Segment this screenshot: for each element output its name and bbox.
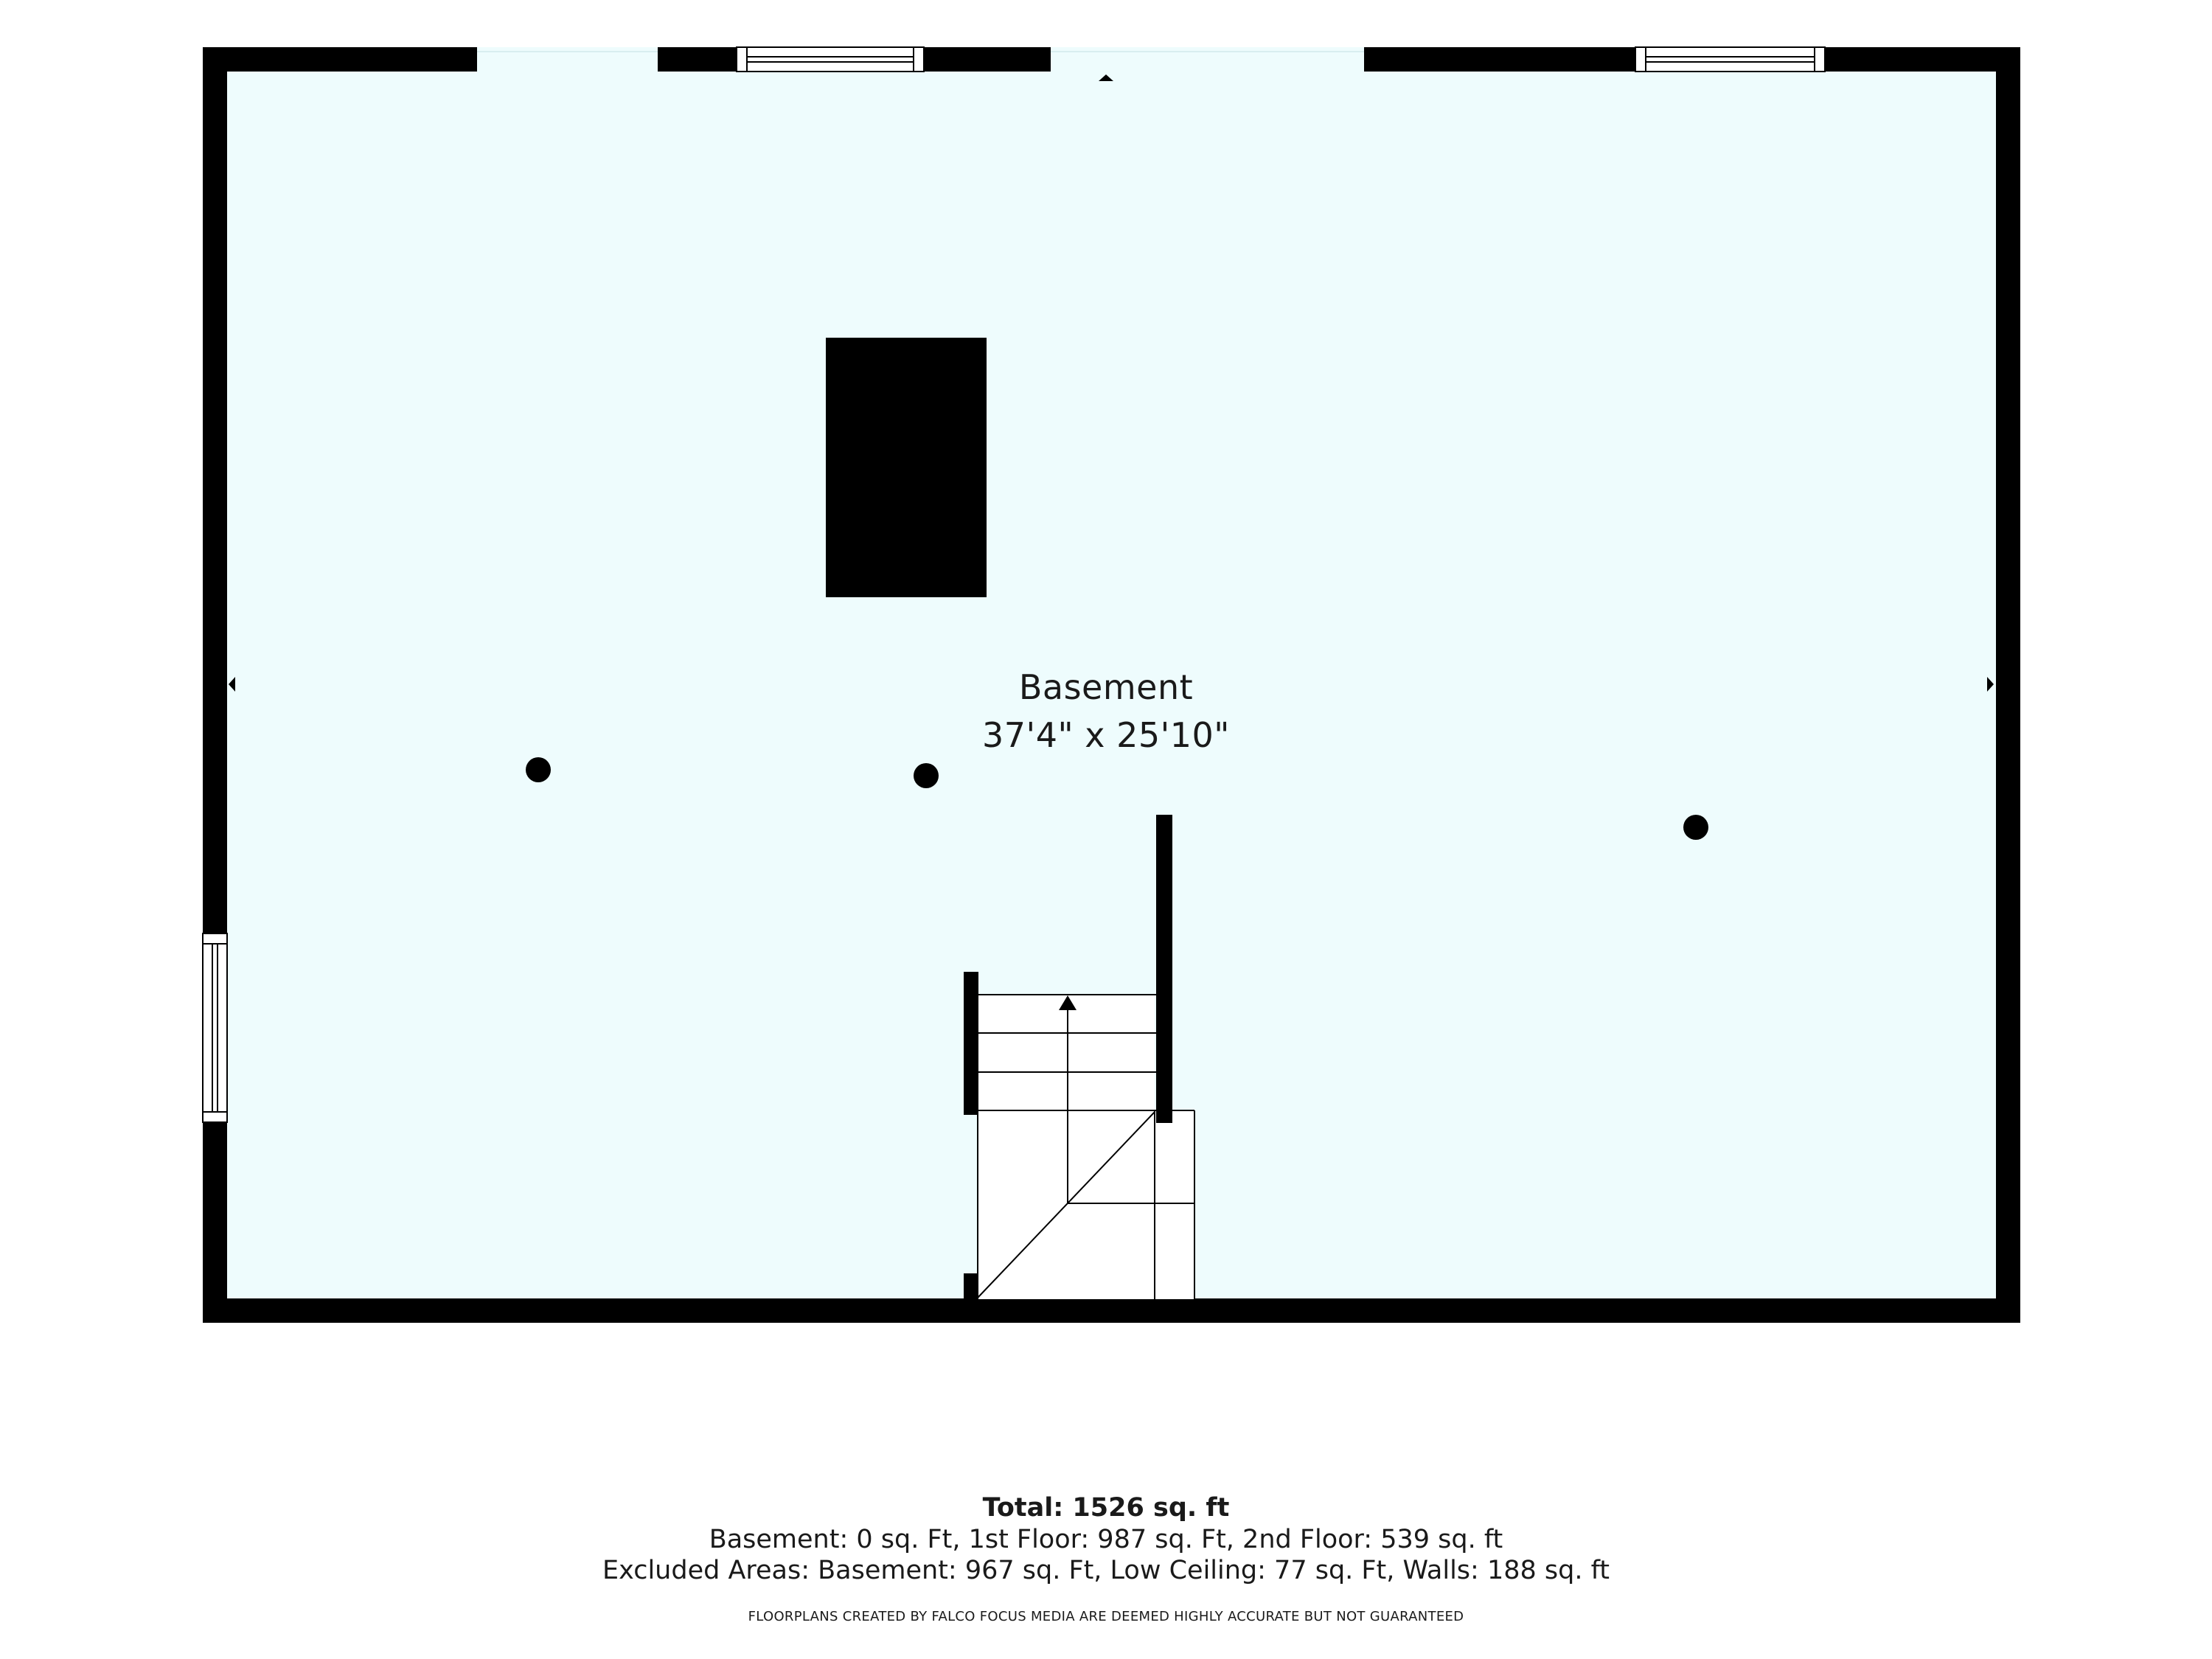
room-name: Basement: [1018, 667, 1194, 707]
total-area: Total: 1526 sq. ft: [982, 1493, 1230, 1523]
support-post: [1683, 815, 1708, 840]
disclaimer: FLOORPLANS CREATED BY FALCO FOCUS MEDIA …: [748, 1609, 1464, 1624]
stair-walls: [964, 815, 1172, 1303]
window: [202, 933, 228, 1123]
window: [736, 46, 925, 72]
floor-area-breakdown: Basement: 0 sq. Ft, 1st Floor: 987 sq. F…: [709, 1525, 1503, 1554]
room-dimensions: 37'4" x 25'10": [982, 715, 1230, 755]
stairs: [977, 994, 1195, 1299]
support-post: [914, 763, 939, 788]
chimney: [826, 338, 987, 597]
excluded-areas: Excluded Areas: Basement: 967 sq. Ft, Lo…: [602, 1556, 1610, 1585]
window: [1635, 46, 1826, 72]
exterior-walls: [203, 47, 2020, 1323]
support-post: [526, 757, 551, 782]
